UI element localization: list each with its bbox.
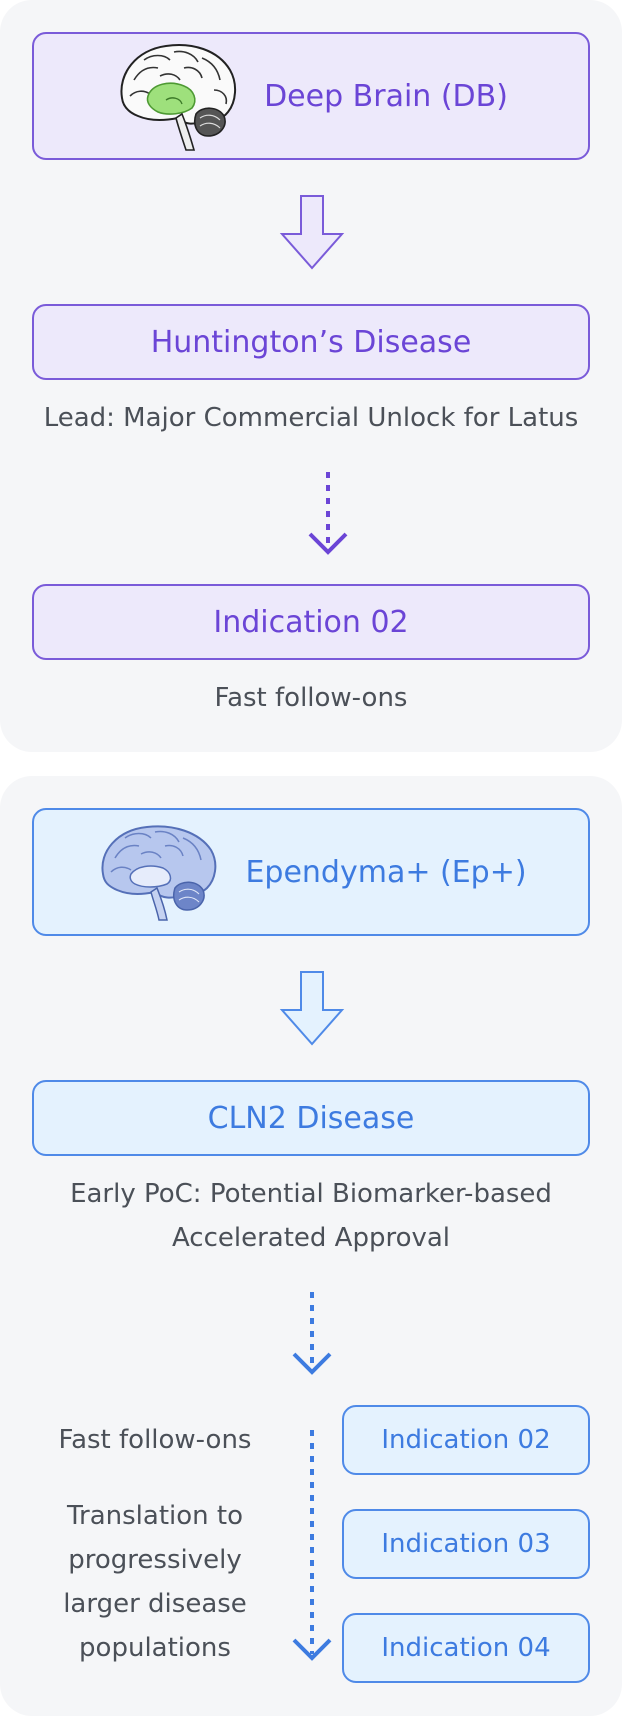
long-dotted-down-arrow-icon <box>292 1430 332 1661</box>
cln2-disease-box: CLN2 Disease <box>32 1080 590 1156</box>
deep-brain-header-box: Deep Brain (DB) <box>32 32 590 160</box>
ep-translation-line: Translation to <box>66 1501 244 1531</box>
ep-translation-caption: Translation to progressively larger dise… <box>30 1494 280 1670</box>
cln2-disease-label: CLN2 Disease <box>207 1100 415 1136</box>
ep-indication-04-label: Indication 04 <box>381 1633 551 1663</box>
ep-indication-02-label: Indication 02 <box>381 1425 551 1455</box>
db-indication-02-label: Indication 02 <box>213 604 409 640</box>
ep-indication-03-box: Indication 03 <box>342 1509 590 1579</box>
dotted-down-arrow-icon <box>292 1292 332 1375</box>
ependyma-header-box: Ependyma+ (Ep+) <box>32 808 590 936</box>
dotted-down-arrow-icon <box>308 472 348 555</box>
ep-indication-02-box: Indication 02 <box>342 1405 590 1475</box>
down-arrow-icon <box>279 195 345 270</box>
brain-sagittal-icon <box>101 825 217 921</box>
brain-sagittal-highlight-icon <box>120 44 237 151</box>
cln2-caption-line-2: Accelerated Approval <box>171 1223 451 1253</box>
ep-translation-line: populations <box>79 1633 231 1663</box>
ep-fast-follow-ons-caption: Fast follow-ons <box>58 1425 252 1455</box>
ep-translation-line: larger disease <box>63 1589 247 1619</box>
cln2-caption-line-1: Early PoC: Potential Biomarker-based <box>70 1179 552 1209</box>
huntingtons-disease-box: Huntington’s Disease <box>32 304 590 380</box>
ep-indication-04-box: Indication 04 <box>342 1613 590 1683</box>
ependyma-title: Ependyma+ (Ep+) <box>245 854 527 890</box>
ep-translation-line: progressively <box>68 1545 242 1575</box>
huntingtons-disease-label: Huntington’s Disease <box>150 324 472 360</box>
deep-brain-title: Deep Brain (DB) <box>264 78 508 114</box>
db-indication-02-box: Indication 02 <box>32 584 590 660</box>
down-arrow-icon <box>279 971 345 1046</box>
db-indication-caption: Fast follow-ons <box>214 683 408 713</box>
huntingtons-caption: Lead: Major Commercial Unlock for Latus <box>43 403 579 433</box>
ep-indication-03-label: Indication 03 <box>381 1529 551 1559</box>
